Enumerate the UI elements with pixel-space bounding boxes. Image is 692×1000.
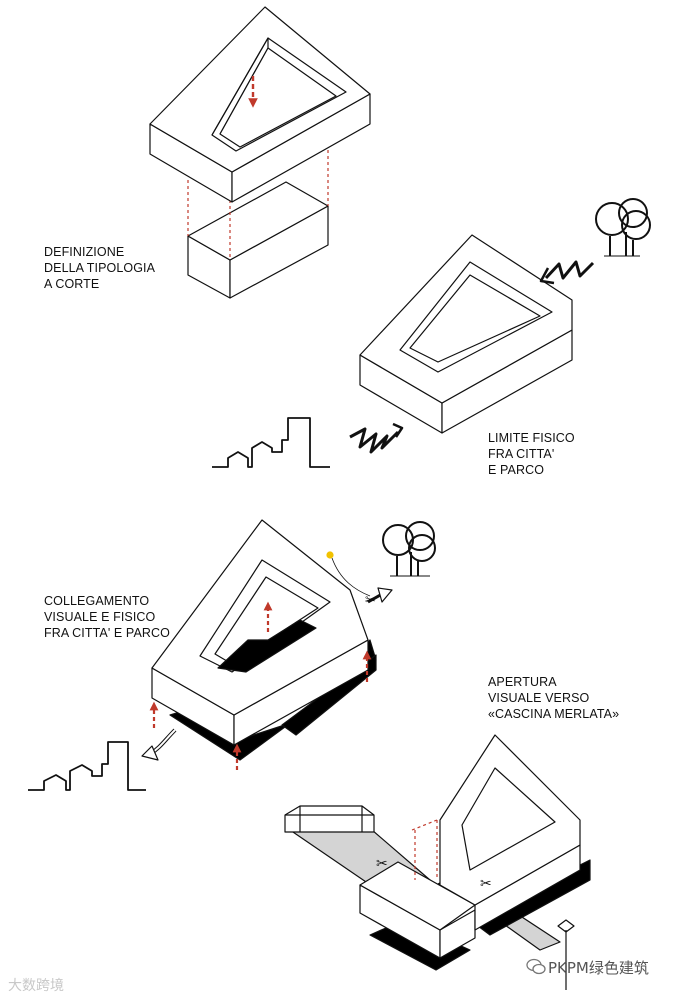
label-line: «CASCINA MERLATA» <box>488 707 620 721</box>
lower-block <box>187 181 329 299</box>
sun-icon <box>326 551 334 559</box>
panel-collegamento <box>28 519 436 791</box>
city-skyline-icon <box>28 741 146 791</box>
scissors-icon: ✂ <box>376 856 388 872</box>
extrusion-lines <box>187 150 329 260</box>
trees-icon <box>595 198 651 257</box>
cut-ring-block <box>151 519 369 746</box>
eye-icon <box>557 919 575 990</box>
label-line: DELLA TIPOLOGIA <box>44 261 156 275</box>
panel-tipologia <box>149 6 371 299</box>
label-line: E PARCO <box>488 463 545 477</box>
city-skyline-icon <box>212 417 330 468</box>
scissors-icon: ✂ <box>365 593 376 608</box>
label-line: FRA CITTA' E PARCO <box>44 626 170 640</box>
zigzag-arrow-icon <box>544 260 595 280</box>
label-line: APERTURA <box>488 675 557 689</box>
wechat-icon <box>526 958 546 975</box>
label-line: LIMITE FISICO <box>488 431 575 445</box>
label-tipologia: DEFINIZIONE DELLA TIPOLOGIA A CORTE <box>44 244 155 292</box>
label-line: DEFINIZIONE <box>44 245 125 259</box>
panel-limite <box>212 198 651 468</box>
label-line: VISUALE VERSO <box>488 691 590 705</box>
zigzag-arrow-icon <box>349 427 400 454</box>
trees-icon <box>382 521 436 577</box>
label-line: FRA CITTA' <box>488 447 555 461</box>
l-block <box>359 734 581 959</box>
watermark-right: PKPM绿色建筑 <box>548 959 649 977</box>
panel-apertura: ✂ ✂ <box>284 734 591 990</box>
cascina-block <box>284 805 375 833</box>
label-limite: LIMITE FISICO FRA CITTA' E PARCO <box>488 430 575 478</box>
up-arrows <box>149 601 372 770</box>
label-line: VISUALE E FISICO <box>44 610 156 624</box>
label-apertura: APERTURA VISUALE VERSO «CASCINA MERLATA» <box>488 674 619 722</box>
label-line: COLLEGAMENTO <box>44 594 150 608</box>
label-collegamento: COLLEGAMENTO VISUALE E FISICO FRA CITTA'… <box>44 593 170 641</box>
label-line: A CORTE <box>44 277 100 291</box>
watermark-left: 大数跨境 <box>8 978 64 994</box>
scissors-icon: ✂ <box>480 876 492 892</box>
ring-block <box>359 234 573 434</box>
upper-ring-block <box>149 6 371 203</box>
